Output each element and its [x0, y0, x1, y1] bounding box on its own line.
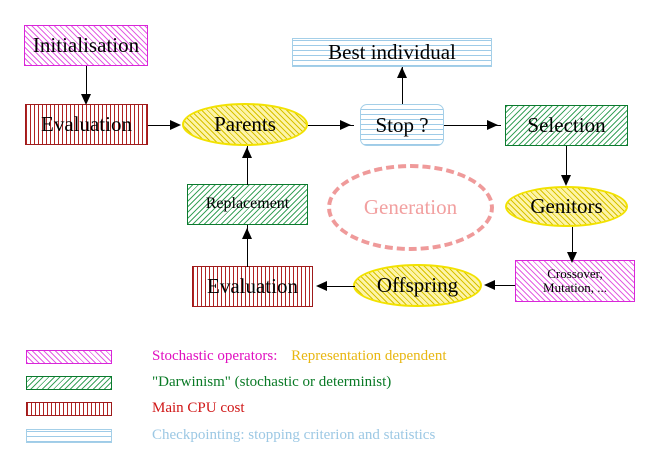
- legend-row-main-cpu-cost: Main CPU cost: [26, 400, 245, 417]
- edge-selection-to-genitors: [566, 146, 567, 182]
- edge-crossover-to-offspring: [490, 285, 515, 286]
- edge-replacement-to-parents: [247, 146, 248, 185]
- edge-initialisation-to-evaluation-arrow: [81, 94, 91, 105]
- node-generation-label: Generation: [363, 195, 458, 219]
- edge-evaluation-to-replacement: [247, 225, 248, 267]
- node-crossover-mutation[interactable]: Crossover, Mutation, ...: [515, 260, 635, 302]
- edge-stop-to-best-individual-arrow: [397, 67, 407, 78]
- node-genitors[interactable]: Genitors: [505, 186, 628, 227]
- edge-replacement-to-parents-arrow: [242, 147, 252, 158]
- legend-text-stochastic-operators: Stochastic operators: Representation dep…: [152, 348, 447, 365]
- node-evaluation-bottom-label: Evaluation: [207, 274, 298, 299]
- node-parents[interactable]: Parents: [182, 103, 308, 146]
- edge-stop-to-selection-arrow: [487, 120, 498, 130]
- edge-crossover-to-offspring-arrow: [484, 280, 495, 290]
- edge-evaluation-to-parents: [148, 125, 177, 126]
- node-replacement[interactable]: Replacement: [187, 184, 308, 225]
- node-stop-label: Stop ?: [375, 112, 429, 137]
- node-replacement-label: Replacement: [205, 195, 290, 213]
- node-best-individual-label: Best individual: [328, 40, 456, 65]
- edge-parents-to-stop: [308, 125, 354, 126]
- edge-parents-to-stop-arrow: [340, 120, 351, 130]
- legend-label-darwinism: "Darwinism" (stochastic or determinist): [152, 374, 392, 390]
- legend-swatch-green-diagonal-hatch: [26, 375, 112, 390]
- legend-row-checkpointing: Checkpointing: stopping criterion and st…: [26, 427, 435, 444]
- legend-swatch-red-vertical-hatch: [26, 401, 112, 416]
- edge-genitors-to-crossover: [572, 227, 573, 260]
- edge-initialisation-to-evaluation: [86, 66, 87, 98]
- node-stop[interactable]: Stop ?: [360, 104, 444, 146]
- node-initialisation-label: Initialisation: [32, 33, 140, 58]
- edge-offspring-to-evaluation: [325, 286, 355, 287]
- legend-label-representation-dependent: Representation dependent: [291, 348, 447, 364]
- edge-stop-to-best-individual: [402, 67, 403, 104]
- legend-label-stochastic-operators: Stochastic operators:: [152, 348, 278, 364]
- legend-label-checkpointing: Checkpointing: stopping criterion and st…: [152, 427, 436, 443]
- node-genitors-label: Genitors: [530, 194, 603, 219]
- edge-stop-to-selection: [444, 125, 501, 126]
- node-selection-label: Selection: [527, 113, 606, 138]
- legend-row-stochastic-operators: Stochastic operators: Representation dep…: [26, 348, 447, 365]
- node-evaluation-top-label: Evaluation: [41, 112, 132, 137]
- edge-evaluation-to-parents-arrow: [170, 120, 181, 130]
- legend-swatch-magenta-diagonal-hatch: [26, 349, 112, 364]
- node-crossover-mutation-label: Crossover, Mutation, ...: [543, 266, 607, 295]
- edge-evaluation-to-replacement-arrow: [242, 228, 252, 239]
- node-offspring[interactable]: Offspring: [353, 264, 482, 307]
- edge-offspring-to-evaluation-arrow: [316, 281, 327, 291]
- node-initialisation[interactable]: Initialisation: [24, 25, 148, 66]
- legend-swatch-blue-horizontal-hatch: [26, 428, 112, 443]
- node-offspring-label: Offspring: [376, 273, 459, 298]
- edge-genitors-to-crossover-arrow: [567, 252, 577, 263]
- node-evaluation-bottom[interactable]: Evaluation: [192, 266, 313, 307]
- legend-label-main-cpu-cost: Main CPU cost: [152, 400, 245, 416]
- node-generation-boundary: Generation: [327, 164, 494, 251]
- edge-selection-to-genitors-arrow: [561, 175, 571, 186]
- node-selection[interactable]: Selection: [505, 105, 628, 146]
- node-best-individual[interactable]: Best individual: [292, 38, 492, 67]
- node-evaluation-top[interactable]: Evaluation: [25, 104, 148, 145]
- node-parents-label: Parents: [214, 112, 276, 137]
- legend-row-darwinism: "Darwinism" (stochastic or determinist): [26, 374, 391, 391]
